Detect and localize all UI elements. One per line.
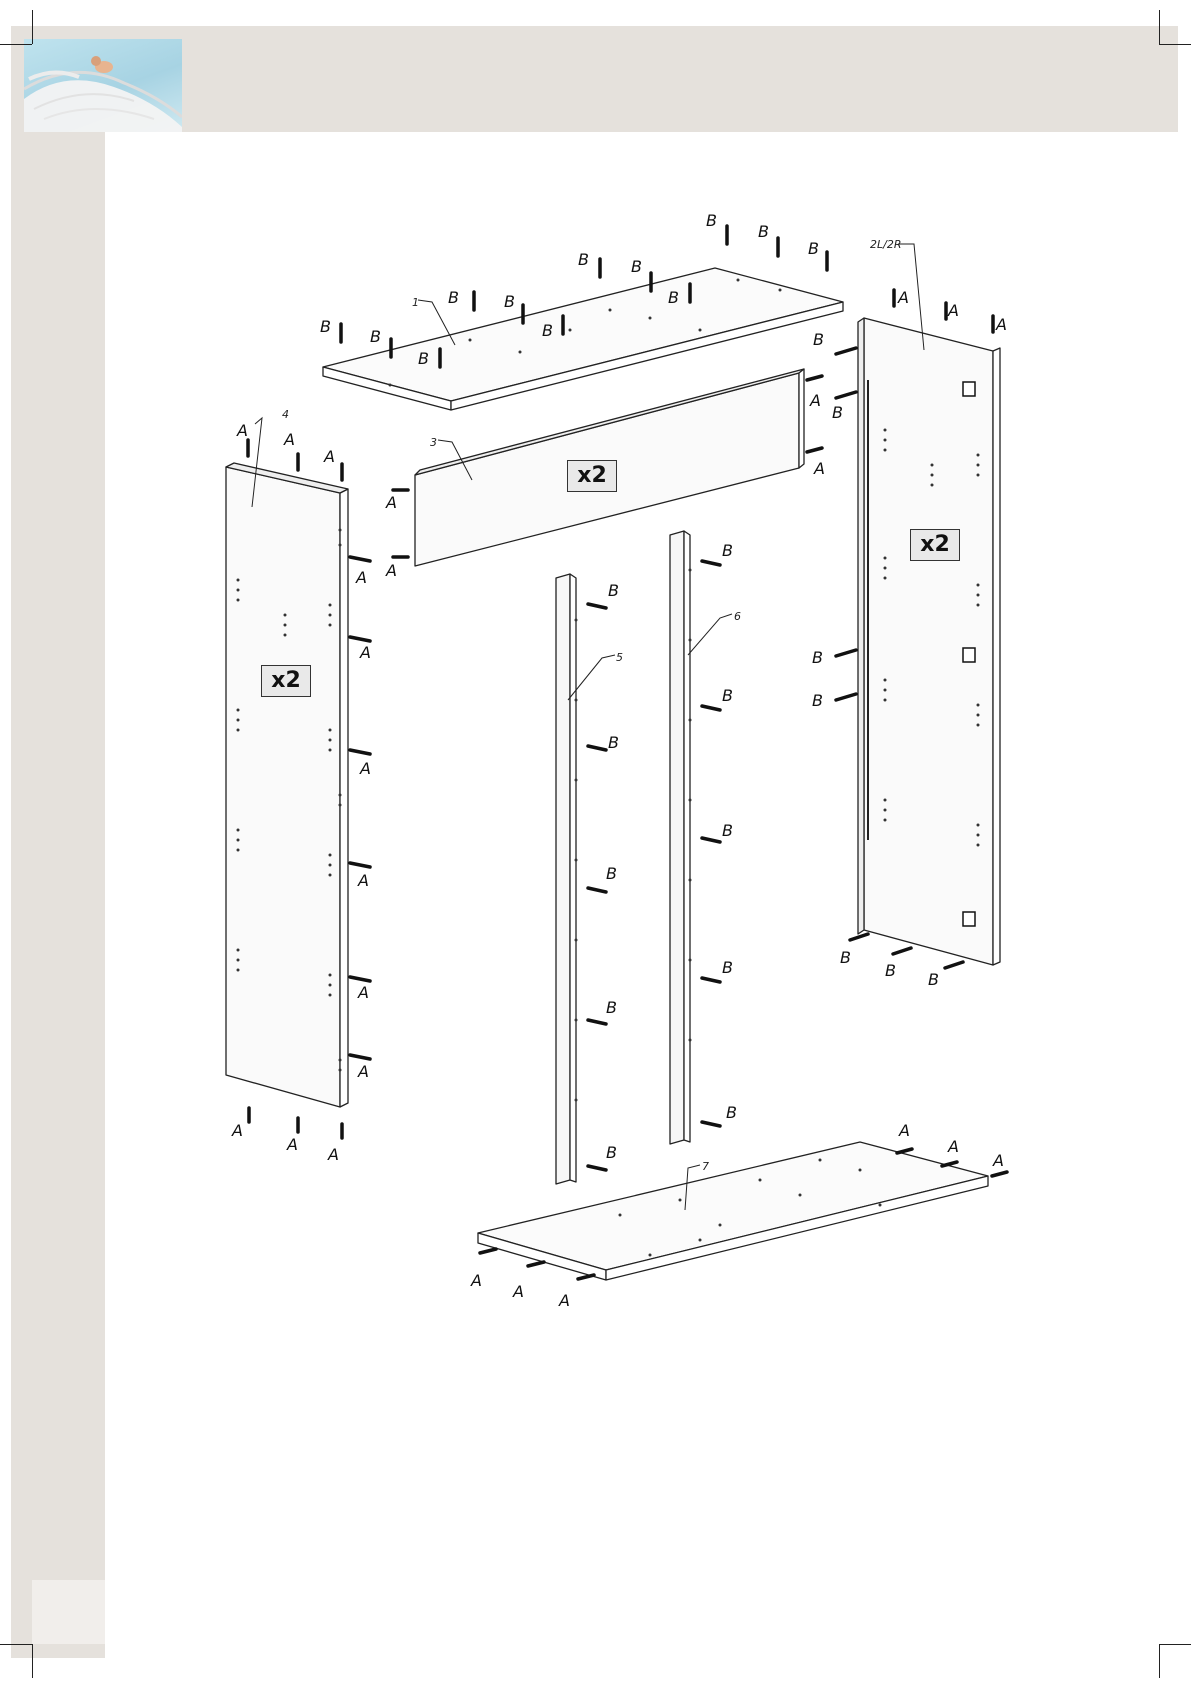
svg-text:B: B (758, 222, 769, 241)
svg-text:A: A (947, 301, 959, 320)
divider-part-6 (670, 531, 690, 1144)
svg-text:B: B (606, 864, 617, 883)
svg-text:B: B (840, 948, 851, 967)
svg-text:B: B (606, 1143, 617, 1162)
part-number-label: 6 (734, 610, 741, 623)
bottom-panel-part-7 (478, 1142, 988, 1280)
svg-text:B: B (706, 211, 717, 230)
svg-text:A: A (283, 430, 295, 449)
svg-text:B: B (542, 321, 553, 340)
quantity-badge-right-panel: x2 (910, 529, 960, 561)
svg-text:A: A (359, 759, 371, 778)
quantity-badge-side-panel: x2 (261, 665, 311, 697)
divider-part-5 (556, 574, 576, 1184)
svg-text:A: A (357, 871, 369, 890)
svg-text:B: B (722, 821, 733, 840)
svg-text:B: B (608, 581, 619, 600)
svg-text:B: B (504, 292, 515, 311)
svg-text:A: A (231, 1121, 243, 1140)
svg-text:B: B (722, 958, 733, 977)
leader-lines (252, 244, 924, 1210)
svg-text:B: B (812, 691, 823, 710)
svg-text:B: B (726, 1103, 737, 1122)
svg-text:B: B (928, 970, 939, 989)
svg-text:B: B (320, 317, 331, 336)
svg-text:B: B (812, 648, 823, 667)
svg-text:A: A (236, 421, 248, 440)
svg-text:A: A (359, 643, 371, 662)
svg-text:A: A (385, 493, 397, 512)
part-number-label: 4 (282, 408, 289, 421)
quantity-badge-back-rail: x2 (567, 460, 617, 492)
svg-text:B: B (722, 686, 733, 705)
svg-text:A: A (357, 983, 369, 1002)
svg-text:B: B (832, 403, 843, 422)
svg-text:A: A (470, 1271, 482, 1290)
svg-text:A: A (995, 315, 1007, 334)
svg-text:A: A (947, 1137, 959, 1156)
side-panel-part-2l-2r (858, 318, 1000, 965)
svg-text:A: A (512, 1282, 524, 1301)
svg-text:B: B (813, 330, 824, 349)
svg-text:B: B (631, 257, 642, 276)
svg-text:B: B (578, 250, 589, 269)
svg-text:B: B (608, 733, 619, 752)
svg-text:B: B (418, 349, 429, 368)
svg-text:A: A (357, 1062, 369, 1081)
svg-text:B: B (668, 288, 679, 307)
side-panel-part-4 (226, 463, 348, 1107)
svg-text:B: B (448, 288, 459, 307)
svg-text:B: B (370, 327, 381, 346)
svg-text:A: A (558, 1291, 570, 1310)
svg-text:A: A (813, 459, 825, 478)
part-number-label: 7 (702, 1160, 709, 1173)
part-number-label: 2L/2R (870, 238, 901, 251)
svg-text:B: B (606, 998, 617, 1017)
part-number-label: 3 (430, 436, 437, 449)
part-number-label: 1 (412, 296, 419, 309)
svg-text:A: A (355, 568, 367, 587)
svg-text:A: A (327, 1145, 339, 1164)
svg-text:A: A (809, 391, 821, 410)
svg-text:B: B (722, 541, 733, 560)
svg-text:A: A (286, 1135, 298, 1154)
svg-text:A: A (385, 561, 397, 580)
svg-text:A: A (323, 447, 335, 466)
part-number-label: 5 (616, 651, 623, 664)
svg-text:B: B (885, 961, 896, 980)
svg-text:B: B (808, 239, 819, 258)
svg-text:A: A (992, 1151, 1004, 1170)
svg-text:A: A (898, 1121, 910, 1140)
svg-text:A: A (897, 288, 909, 307)
